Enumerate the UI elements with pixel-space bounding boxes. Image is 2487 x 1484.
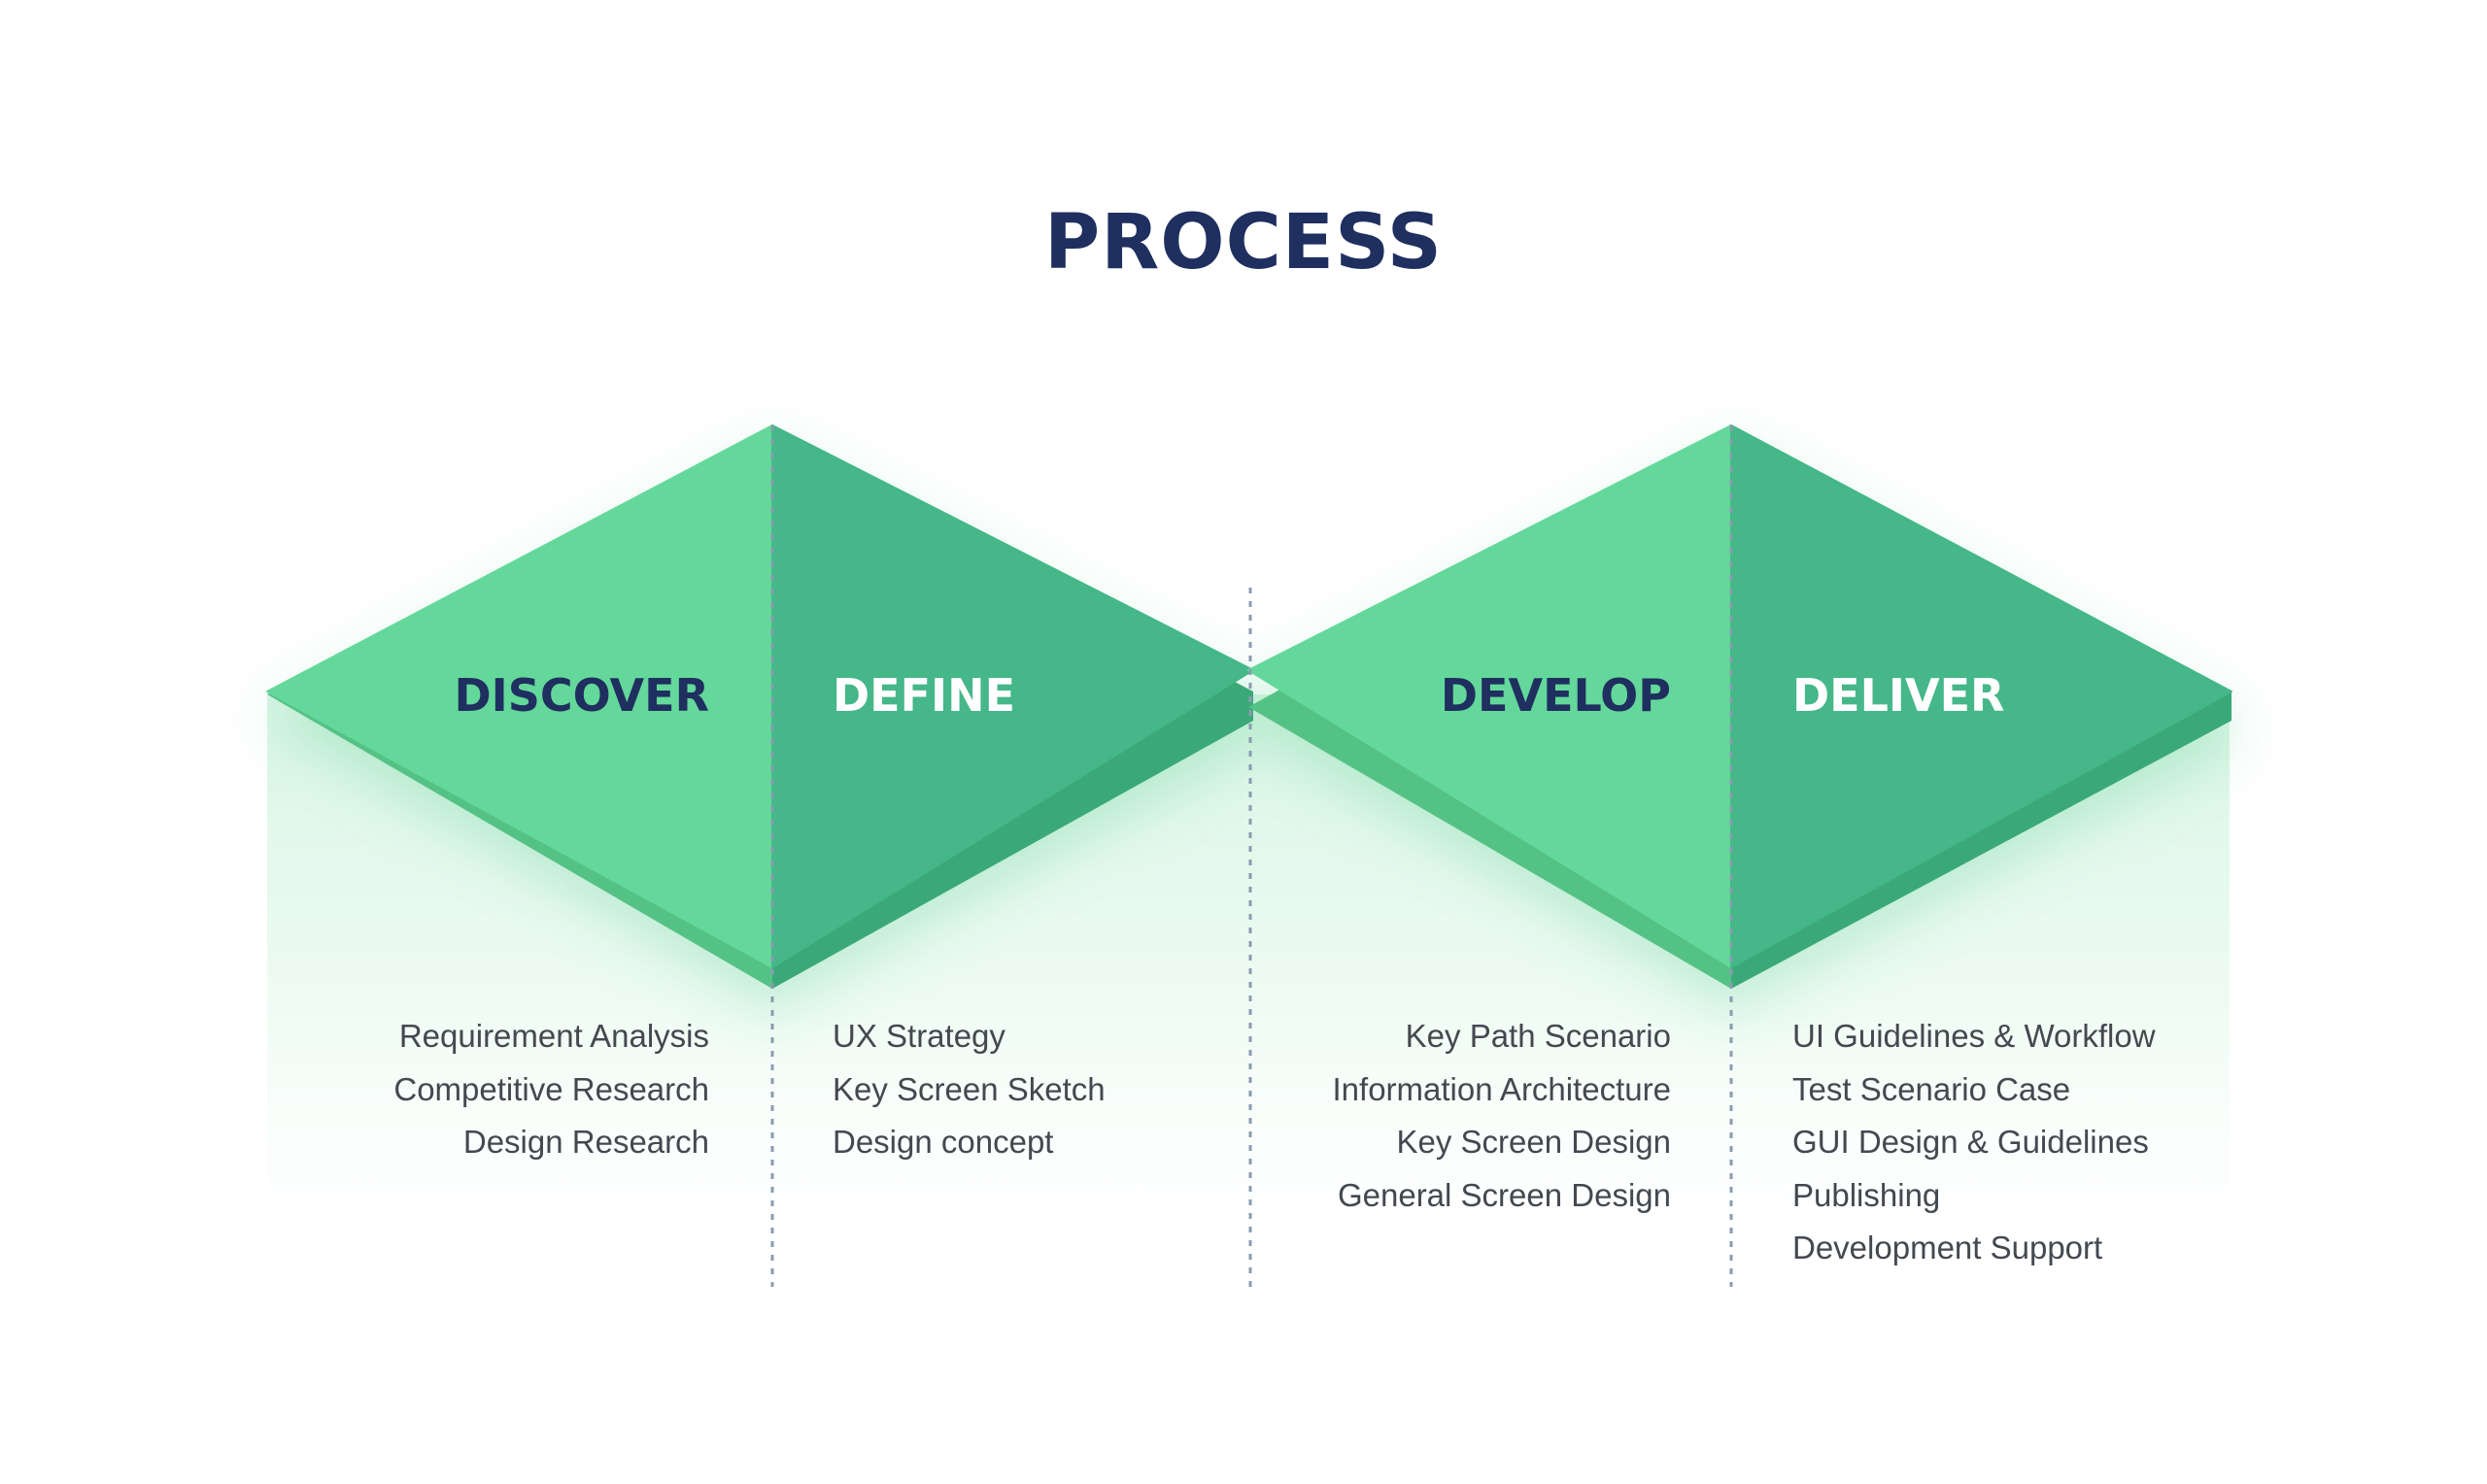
define-items: UX Strategy Key Screen Sketch Design con…	[833, 1010, 1106, 1169]
list-item: General Screen Design	[1337, 1176, 1671, 1213]
phase-label-define: DEFINE	[833, 669, 1016, 722]
list-item: Key Path Scenario	[1405, 1018, 1671, 1054]
develop-items: Key Path Scenario Information Architectu…	[1333, 1010, 1672, 1222]
phase-label-develop: DEVELOP	[1440, 669, 1671, 722]
list-item: Design Research	[462, 1124, 709, 1160]
list-item: Information Architecture	[1332, 1070, 1672, 1107]
discover-items: Requirement Analysis Competitive Researc…	[393, 1010, 709, 1169]
phase-label-discover: DISCOVER	[454, 669, 709, 722]
list-item: Competitive Research	[393, 1070, 709, 1107]
page-title: PROCESS	[1044, 199, 1443, 287]
list-item: Development Support	[1792, 1230, 2103, 1265]
list-item: GUI Design & Guidelines	[1792, 1124, 2149, 1160]
list-item: UI Guidelines & Workflow	[1792, 1018, 2156, 1054]
left-diamond-define-face	[771, 424, 1254, 968]
list-item: Publishing	[1792, 1176, 1941, 1213]
list-item: Key Screen Design	[1396, 1124, 1671, 1160]
deliver-items: UI Guidelines & Workflow Test Scenario C…	[1792, 1010, 2156, 1275]
list-item: UX Strategy	[833, 1018, 1005, 1054]
right-diamond-deliver-face	[1730, 424, 2232, 968]
list-item: Key Screen Sketch	[833, 1070, 1106, 1107]
list-item: Test Scenario Case	[1792, 1070, 2071, 1107]
list-item: Design concept	[833, 1124, 1054, 1160]
phase-label-deliver: DELIVER	[1792, 669, 2005, 722]
list-item: Requirement Analysis	[398, 1018, 709, 1054]
